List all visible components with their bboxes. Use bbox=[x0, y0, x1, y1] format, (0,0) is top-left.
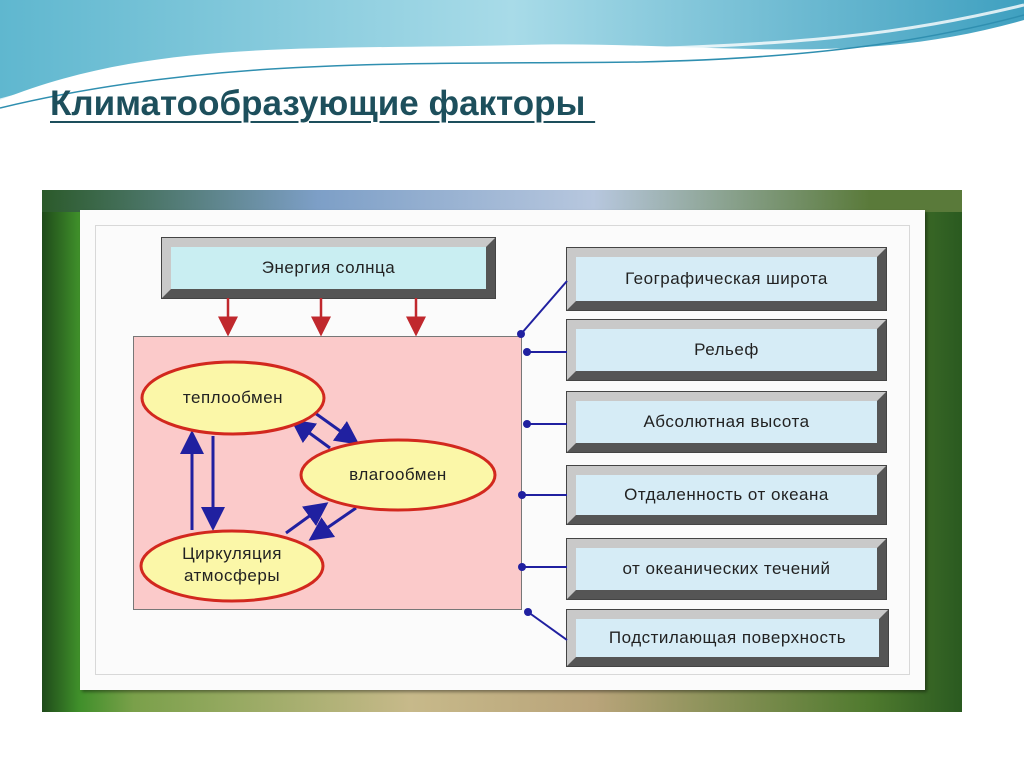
heat-exchange-ellipse bbox=[140, 360, 326, 436]
arrow-moisture-to-heat bbox=[290, 419, 331, 450]
factor-ocean-distance: Отдаленность от океана bbox=[566, 465, 887, 525]
factor-connector-6 bbox=[524, 608, 568, 641]
factor-connector-1 bbox=[517, 280, 568, 338]
diagram-panel-border bbox=[95, 225, 910, 675]
factor-ocean-currents: от океанических течений bbox=[566, 538, 887, 600]
arrow-heat-to-moisture bbox=[314, 411, 360, 445]
factor-altitude: Абсолютная высота bbox=[566, 391, 887, 453]
background-photo-sky bbox=[42, 190, 962, 212]
atmospheric-circulation-ellipse bbox=[139, 529, 325, 603]
slide-title: Климатообразующие факторы bbox=[50, 84, 596, 123]
factor-underlying-surface: Подстилающая поверхность bbox=[566, 609, 889, 667]
moisture-exchange-label: влагообмен bbox=[349, 465, 447, 484]
moisture-exchange-ellipse bbox=[299, 438, 497, 512]
heat-exchange-label: теплообмен bbox=[182, 388, 284, 407]
factor-latitude: Географическая широта bbox=[566, 247, 887, 311]
circulation-line-2: атмосферы bbox=[183, 566, 281, 585]
circulation-line-1: Циркуляция bbox=[182, 544, 282, 563]
atmospheric-circulation-label: Циркуляция атмосферы bbox=[141, 543, 323, 587]
arrow-circulation-to-moisture bbox=[285, 502, 329, 535]
factor-relief: Рельеф bbox=[566, 319, 887, 381]
sun-energy-box: Энергия солнца bbox=[161, 237, 496, 299]
arrow-moisture-to-circulation bbox=[308, 506, 357, 541]
header-wave-decoration bbox=[0, 0, 1024, 109]
